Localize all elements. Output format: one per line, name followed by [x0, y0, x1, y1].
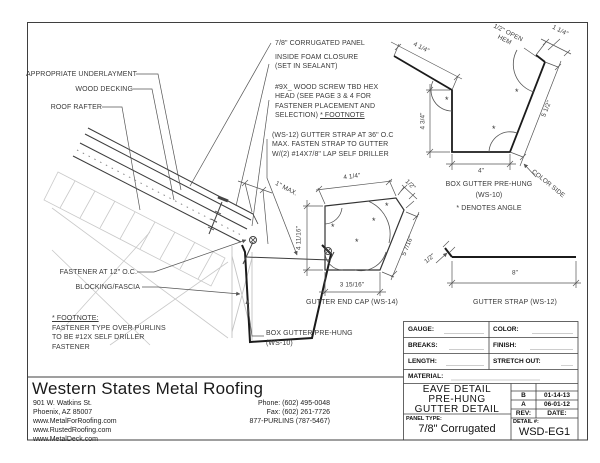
- footnote-block: * FOOTNOTE: FASTENER TYPE OVER PURLINS T…: [52, 314, 166, 352]
- tb-detail-number: WSD-EG1: [518, 425, 571, 438]
- ws10-profile: [390, 38, 572, 178]
- angle-marker: *: [492, 124, 496, 134]
- ws14-dim-left: 4 11/16": [295, 226, 303, 250]
- company-website3: www.MetalDeck.com: [33, 436, 98, 443]
- tb-stretch-label: STRETCH OUT:: [493, 357, 541, 365]
- tb-breaks-label: BREAKS:: [408, 341, 438, 349]
- one-max-dim: [237, 179, 273, 245]
- ws14-endcap: [303, 178, 420, 296]
- note-strap-line2: MAX. FASTEN STRAP TO GUTTER: [272, 141, 389, 148]
- note-screw-line4: SELECTION) * FOOTNOTE: [275, 111, 378, 121]
- label-blocking-fascia: BLOCKING/FASCIA: [75, 284, 140, 291]
- company-website2: www.RustedRoofing.com: [33, 427, 112, 434]
- angle-marker: *: [355, 237, 359, 247]
- angle-marker: *: [515, 87, 519, 97]
- tb-color-label: COLOR:: [493, 325, 519, 333]
- tb-rev-b-date: 01-14-13: [543, 392, 571, 399]
- ws12-strap: [435, 240, 581, 288]
- note-strap-line1: (WS-12) GUTTER STRAP AT 36" O.C: [272, 131, 394, 139]
- note-corrugated-panel: 7/8" CORRUGATED PANEL: [275, 40, 365, 47]
- note-screw-line3: FASTENER PLACEMENT AND: [275, 102, 376, 110]
- company-purlins: 877-PURLINS (787-5467): [249, 418, 330, 425]
- tb-finish-label: FINISH:: [493, 341, 517, 349]
- sheet-border: [27, 22, 588, 441]
- tb-rev-header: REV:: [515, 410, 532, 417]
- label-underlayment: APPROPRIATE UNDERLAYMENT: [26, 71, 138, 78]
- company-address2: Phoenix, AZ 85007: [33, 409, 93, 416]
- tb-length-label: LENGTH:: [408, 357, 437, 365]
- note-foam-closure: INSIDE FOAM CLOSURE (SET IN SEALANT): [275, 53, 358, 72]
- tb-detail-label: DETAIL #:: [513, 418, 539, 425]
- ws10-angle-arcs: [430, 49, 535, 153]
- tb-rev-b: B: [521, 392, 526, 399]
- note-gutter-strap: (WS-12) GUTTER STRAP AT 36" O.C MAX. FAS…: [272, 131, 394, 160]
- company-fax: Fax: (602) 261-7726: [266, 409, 330, 416]
- angle-marker: *: [445, 95, 449, 105]
- tb-title-line2: PRE-HUNG: [428, 394, 486, 405]
- label-wood-decking: WOOD DECKING: [75, 86, 133, 93]
- tb-rev-a-date: 06-01-12: [543, 401, 571, 408]
- footnote-line3: FASTENER: [52, 343, 90, 351]
- tb-material-label: MATERIAL:: [408, 372, 444, 380]
- note-strap-line3: W/(2) #14X7/8" LAP SELF DRILLER: [272, 150, 389, 158]
- footnote-line1: FASTENER TYPE OVER PURLINS: [52, 324, 166, 332]
- angle-marker: *: [385, 201, 389, 211]
- ws10-dim-face: 4 3/4": [419, 112, 427, 130]
- angle-marker: *: [372, 216, 376, 226]
- ws14-title: GUTTER END CAP (WS-14): [306, 299, 398, 306]
- tb-title-line3: GUTTER DETAIL: [414, 404, 500, 415]
- ws12-dims: [435, 240, 581, 288]
- company-address1: 901 W. Watkins St.: [33, 400, 92, 407]
- callout-box-gutter-line1: BOX GUTTER PRE-HUNG: [266, 330, 353, 337]
- screw-fasteners: [207, 195, 332, 265]
- tb-title-line1: EAVE DETAIL: [422, 384, 492, 395]
- ws12-dim-length: 8": [511, 269, 519, 277]
- footnote-title: * FOOTNOTE:: [52, 315, 99, 322]
- gutter-outline: [241, 244, 335, 344]
- tb-date-header: DATE:: [547, 410, 567, 417]
- label-roof-rafter: ROOF RAFTER: [50, 104, 102, 111]
- note-screw-line2: HEAD (SEE PAGE 3 & 4 FOR: [275, 93, 372, 100]
- rafter-hatch: [43, 171, 229, 346]
- ws14-dim-bottom: 3 15/16": [339, 281, 365, 289]
- ws14-dims: [303, 178, 420, 296]
- leader-lines: [102, 42, 298, 337]
- ws10-angle-note: * DENOTES ANGLE: [456, 205, 522, 212]
- callout-box-gutter: BOX GUTTER PRE-HUNG (WS-10): [266, 329, 353, 348]
- label-fastener-oc: FASTENER AT 12" O.C.: [59, 269, 137, 276]
- note-foam-line1: INSIDE FOAM CLOSURE: [275, 53, 359, 61]
- tb-panel-type-value: 7/8" Corrugated: [418, 423, 496, 435]
- fascia-blocking: [231, 246, 253, 340]
- footnote-line2: TO BE #12X SELF DRILLER: [52, 334, 145, 341]
- note-screw-footnote-ref: * FOOTNOTE: [320, 112, 365, 119]
- ws10-title: BOX GUTTER PRE-HUNG: [445, 181, 533, 188]
- company-phone: Phone: (602) 495-0048: [258, 400, 330, 407]
- ws10-dims: [390, 38, 572, 178]
- ws10-subtitle: (WS-10): [475, 192, 503, 199]
- note-screw-line1: #9X_ WOOD SCREW TBD HEX: [275, 83, 379, 91]
- tb-panel-type-label: PANEL TYPE:: [406, 415, 442, 422]
- ws12-title: GUTTER STRAP (WS-12): [473, 299, 557, 306]
- ws10-dim-bottom: 4": [477, 167, 485, 175]
- angle-marker: *: [331, 222, 335, 232]
- note-wood-screw: #9X_ WOOD SCREW TBD HEX HEAD (SEE PAGE 3…: [275, 83, 378, 121]
- callout-box-gutter-line2: (WS-10): [266, 339, 293, 347]
- company-website1: www.MetalForRoofing.com: [33, 418, 117, 425]
- ws14-angle-arcs: [324, 200, 391, 272]
- note-foam-line2: (SET IN SEALANT): [275, 63, 338, 70]
- eave-section: [43, 42, 335, 346]
- tb-rev-a: A: [521, 401, 526, 408]
- roof-panel-lines: [72, 127, 259, 243]
- company-name: Western States Metal Roofing: [32, 379, 264, 398]
- note-screw-line4a: SELECTION): [275, 112, 321, 119]
- title-block-lines: [403, 321, 579, 441]
- tb-gauge-label: GAUGE:: [408, 325, 434, 333]
